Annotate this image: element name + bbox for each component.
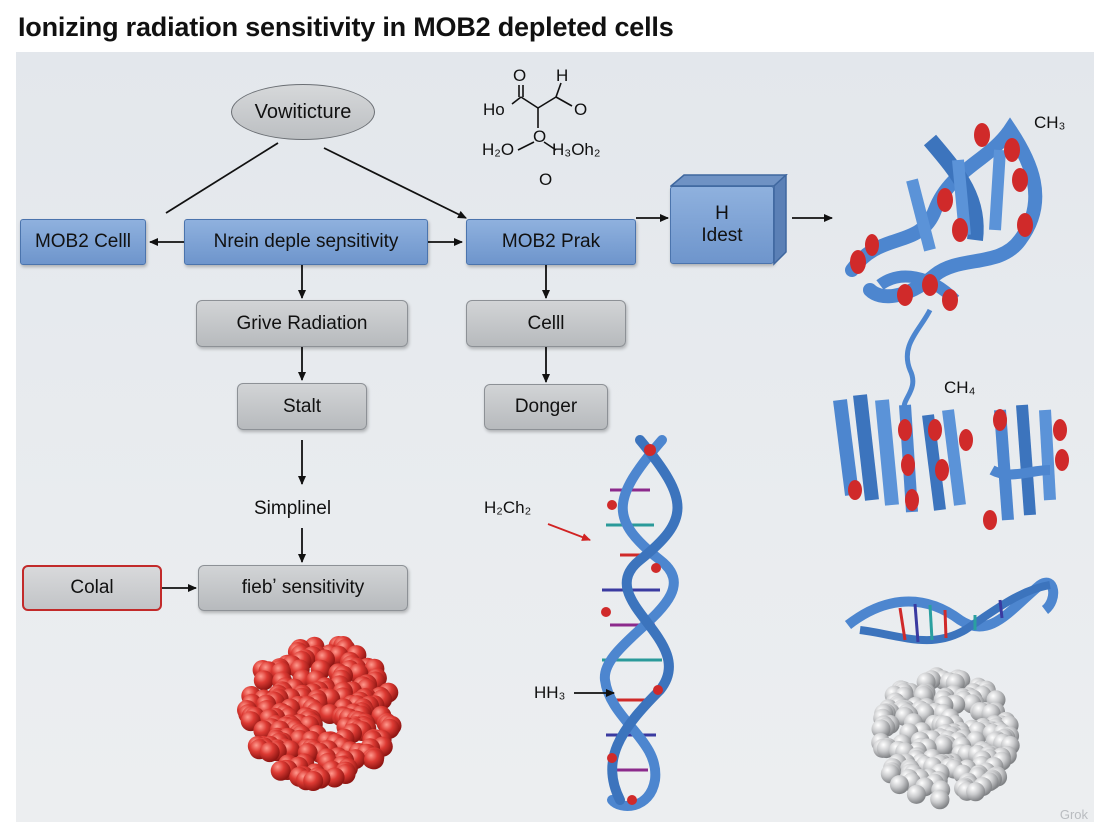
node-fieb-sensitivity: fiebʼ sensitivity — [198, 565, 408, 611]
chem-h3oh2: H₃Oh₂ — [552, 140, 601, 159]
node-mob2-prak: MOB2 Prak — [466, 219, 636, 265]
node-idest-cube: H Idest — [670, 186, 774, 264]
chem-o-top: O — [513, 66, 527, 85]
chem-o-mid: O — [533, 127, 547, 146]
protein-structure-icon — [845, 117, 1043, 412]
grey-molecule-cluster-icon — [871, 667, 1020, 810]
label-arrows — [547, 523, 615, 697]
node-vowiticture: Vowiticture — [231, 84, 375, 140]
cube-edges-icon — [670, 174, 788, 266]
chem-h2o: H₂O — [482, 140, 515, 159]
red-molecule-cluster-icon — [237, 636, 402, 791]
chem-ch3: CH₃ — [1034, 113, 1066, 132]
connector-lines — [149, 142, 833, 592]
chem-ho: Ho — [483, 100, 505, 119]
chem-o-right: O — [574, 100, 588, 119]
protein-domain-icon — [833, 394, 1069, 530]
dna-helix-icon — [599, 435, 683, 811]
node-nrein-deple-sensitivity: Nrein deple seɲsitivity — [184, 219, 428, 265]
node-stalt: Stalt — [237, 383, 367, 430]
idest-line-2: Idest — [701, 225, 743, 246]
node-mob2-cell: MOB2 Celll — [20, 219, 146, 265]
diagram-title: Ionizing radiation sensitivity in MOB2 d… — [18, 12, 674, 42]
chem-o-single: O — [539, 170, 553, 189]
chemical-structure-bonds — [511, 82, 573, 151]
node-donger: Donger — [484, 384, 608, 430]
watermark: Grok — [1059, 807, 1088, 822]
label-simplinel: Simplinel — [254, 498, 332, 519]
chem-ch4: CH₄ — [944, 378, 976, 397]
dna-ribbon-icon — [844, 577, 1059, 645]
node-colal: Colal — [22, 565, 162, 611]
node-celll: Celll — [466, 300, 626, 347]
node-grive-radiation: Grive Radiation — [196, 300, 408, 347]
chem-h-top: H — [556, 66, 569, 85]
chem-h2ch2: H₂Ch₂ — [484, 498, 532, 517]
idest-line-1: H — [715, 203, 729, 224]
chem-hh3: HH₃ — [534, 683, 566, 702]
